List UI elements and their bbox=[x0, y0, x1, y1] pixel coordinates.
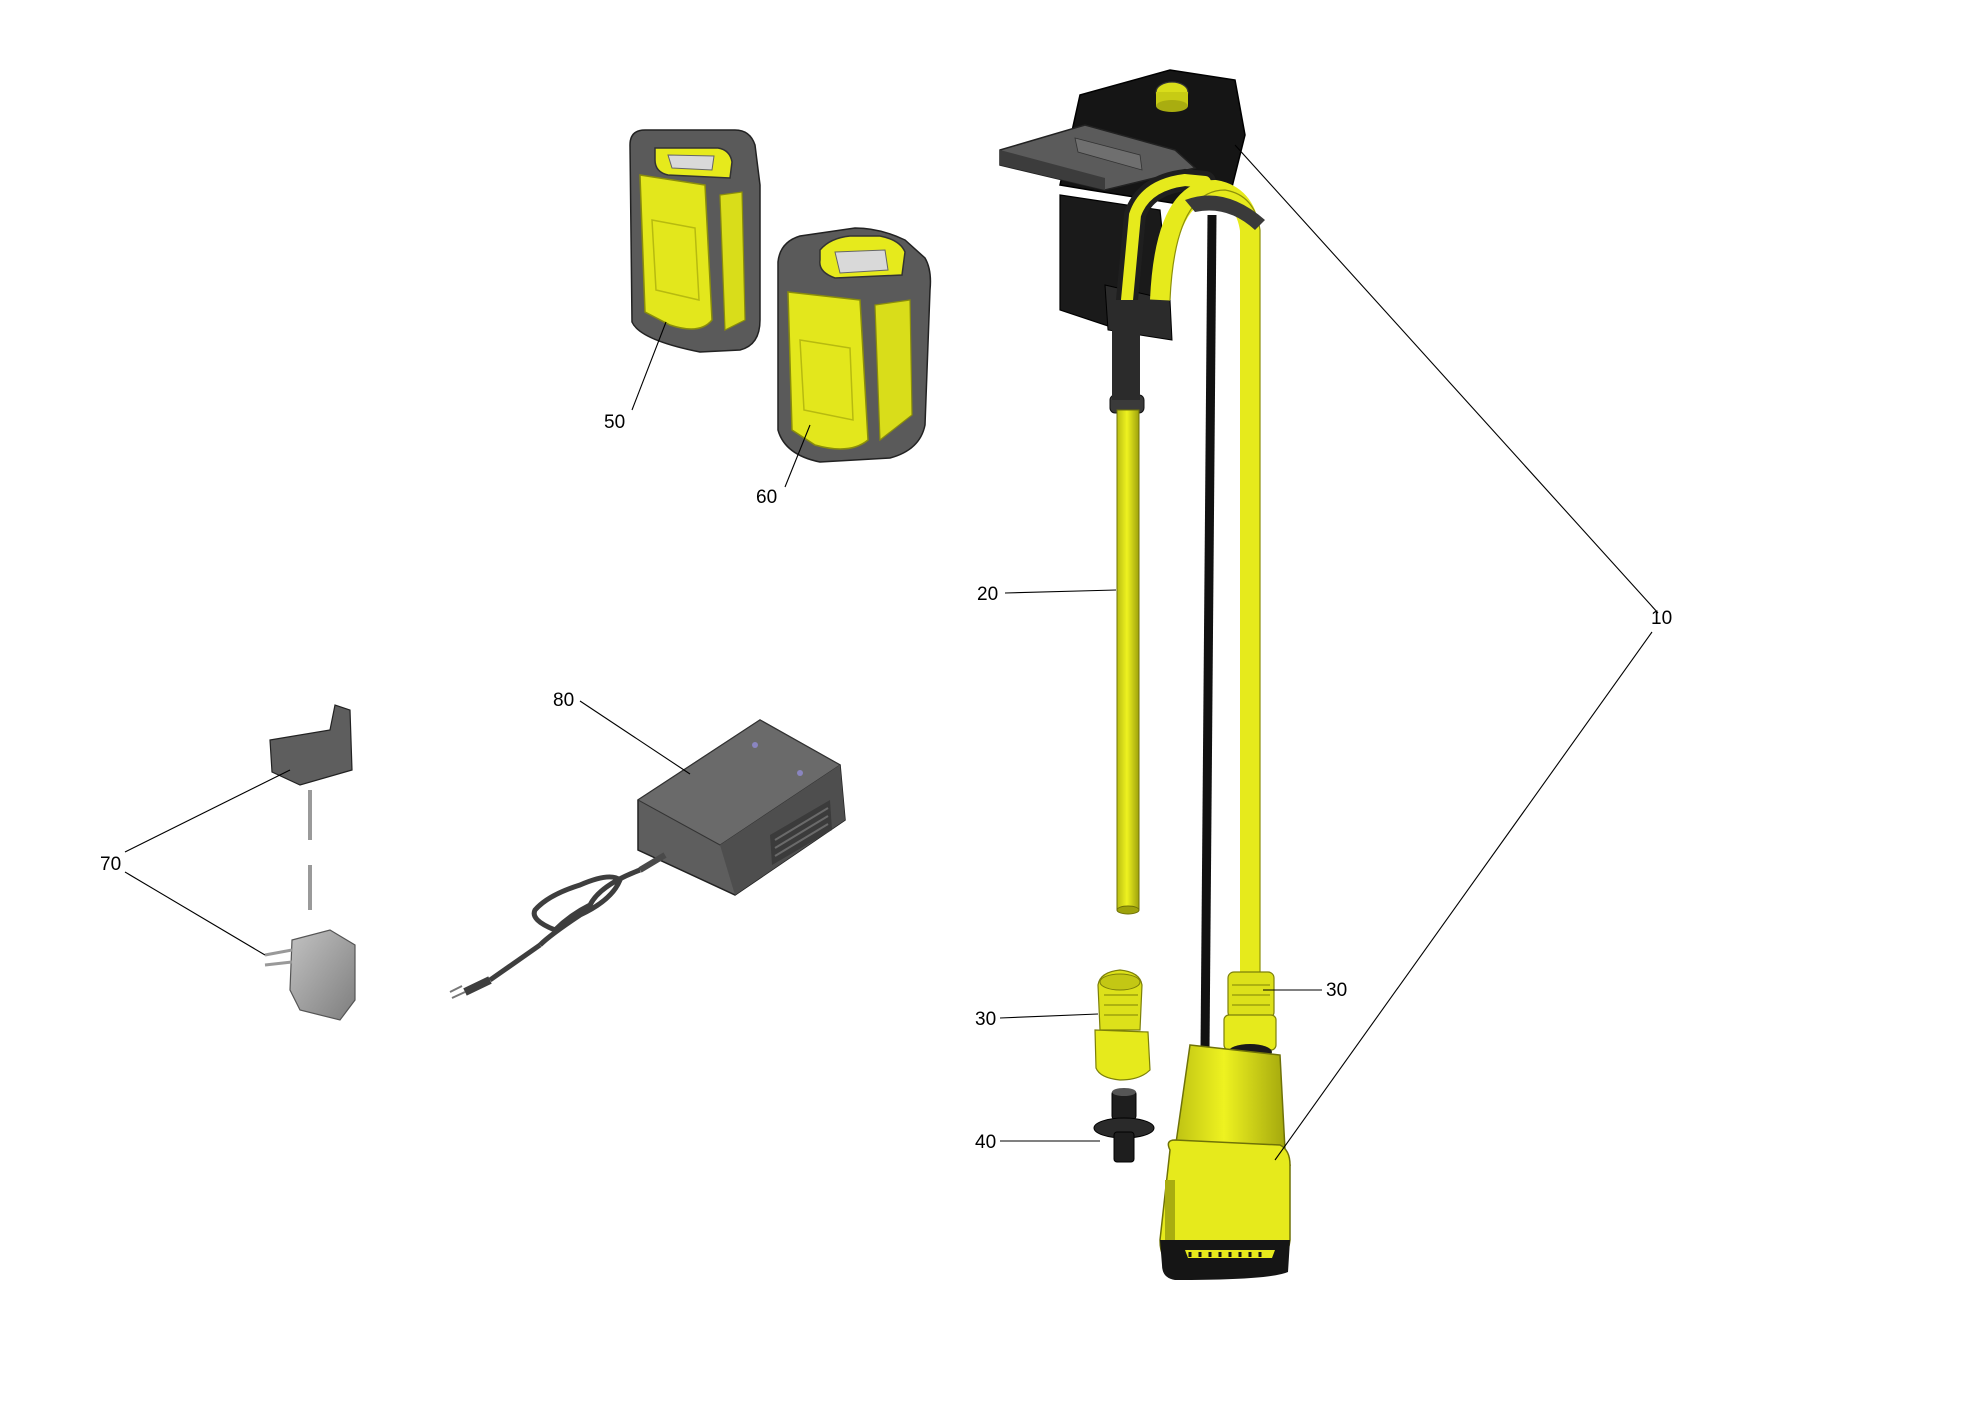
callout-labels: 10 20 30 30 40 50 60 70 80 bbox=[100, 412, 1672, 1153]
callout-30-attached: 30 bbox=[1326, 980, 1347, 1001]
hose-with-pump bbox=[1150, 179, 1265, 975]
power-cable bbox=[1200, 214, 1217, 1051]
hose-adapter-40 bbox=[1093, 1088, 1155, 1163]
callout-70: 70 bbox=[100, 854, 121, 875]
battery-pack-60 bbox=[777, 227, 932, 463]
battery-charger-80 bbox=[449, 719, 846, 999]
callout-40: 40 bbox=[975, 1132, 996, 1153]
hose-connector-attached bbox=[1223, 971, 1277, 1060]
hose-connector-loose bbox=[1094, 969, 1151, 1081]
leader-lines bbox=[124, 144, 1659, 1161]
callout-20: 20 bbox=[977, 584, 998, 605]
submersible-pump bbox=[1159, 1044, 1292, 1280]
wall-charger-70 bbox=[264, 704, 356, 1021]
callout-80: 80 bbox=[553, 690, 574, 711]
callout-10: 10 bbox=[1651, 608, 1672, 629]
callout-30-loose: 30 bbox=[975, 1009, 996, 1030]
callout-60: 60 bbox=[756, 487, 777, 508]
battery-pack-50 bbox=[629, 129, 761, 353]
hose-20 bbox=[1109, 168, 1216, 915]
callout-50: 50 bbox=[604, 412, 625, 433]
